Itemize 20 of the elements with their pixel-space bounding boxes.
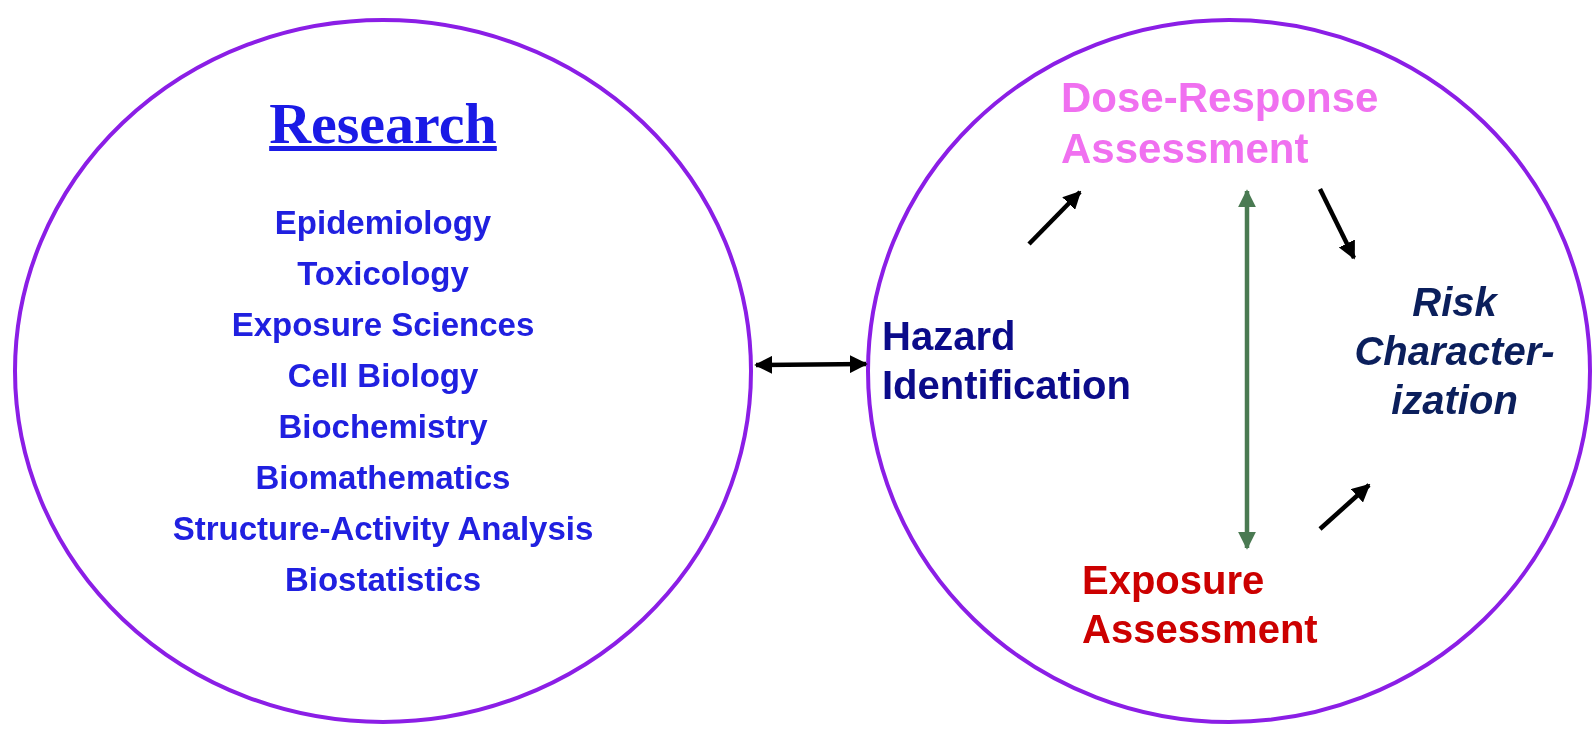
stage-label: Risk Character- ization	[1322, 278, 1587, 425]
discipline-item: Exposure Sciences	[231, 305, 535, 345]
stage-label: Dose-Response Assessment	[1061, 72, 1441, 175]
discipline-item: Toxicology	[297, 254, 469, 294]
discipline-item: Cell Biology	[287, 356, 479, 396]
arrow	[1238, 189, 1256, 550]
heading: Research	[269, 90, 497, 157]
process-ellipse	[866, 18, 1592, 724]
arrow	[1027, 190, 1082, 246]
research-ellipse	[13, 18, 753, 724]
discipline-item: Biomathematics	[255, 458, 511, 498]
discipline-item: Epidemiology	[274, 203, 492, 243]
arrow	[754, 355, 868, 374]
discipline-item: Structure-Activity Analysis	[172, 509, 594, 549]
discipline-item: Biochemistry	[278, 407, 488, 447]
arrow	[1318, 483, 1371, 531]
discipline-item: Biostatistics	[284, 560, 482, 600]
stage-label: Exposure Assessment	[1082, 556, 1382, 654]
stage-label: Hazard Identification	[882, 312, 1192, 410]
arrow	[1318, 188, 1356, 260]
